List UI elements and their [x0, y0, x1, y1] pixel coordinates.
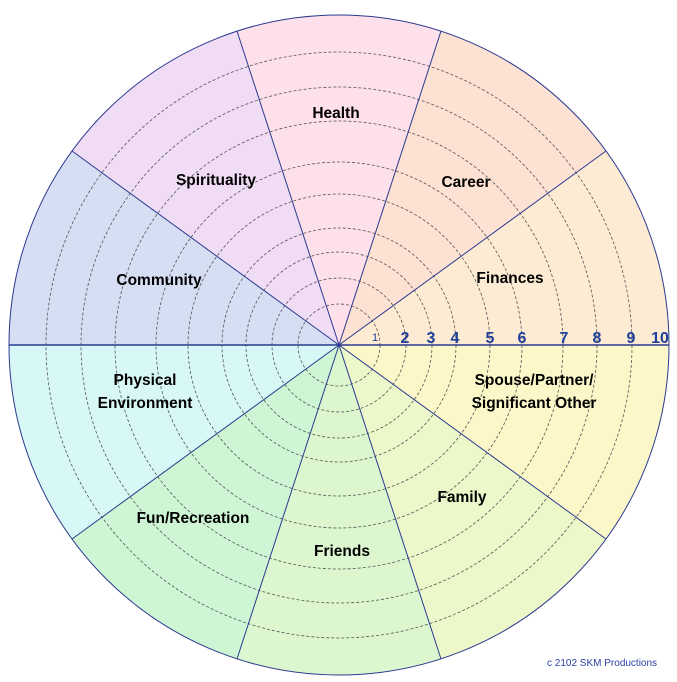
sector-divider — [338, 344, 442, 660]
sector-friends — [237, 345, 441, 675]
scale-number-2: 2 — [401, 330, 410, 347]
scale-number-9: 9 — [627, 330, 636, 347]
sector-label: Significant Other — [472, 395, 597, 412]
sector-label: Community — [116, 272, 202, 289]
sector-label: Finances — [476, 270, 543, 287]
sector-health — [237, 15, 441, 346]
sector-label: Family — [437, 489, 486, 506]
scale-number-7: 7 — [560, 330, 569, 347]
sector-finances — [339, 151, 669, 345]
sector-divider — [236, 344, 340, 660]
sector-divider — [236, 30, 340, 346]
sector-label: Career — [441, 174, 490, 191]
scale-number-10: 10 — [651, 330, 669, 347]
sector-spouse-partner-significant-other — [339, 345, 669, 539]
scale-number-6: 6 — [518, 330, 527, 347]
scale-number-5: 5 — [486, 330, 495, 347]
sector-label: Environment — [98, 395, 193, 412]
sector-divider — [338, 30, 442, 346]
sector-spirituality — [72, 31, 340, 346]
scale-number-3: 3 — [427, 330, 436, 347]
sector-community — [9, 151, 339, 345]
sector-label: Health — [312, 105, 359, 122]
sector-divider — [338, 344, 607, 540]
sector-career — [339, 31, 606, 346]
sector-label: Spouse/Partner/ — [475, 372, 595, 389]
sector-label: Spirituality — [176, 172, 256, 189]
copyright-text: c 2102 SKM Productions — [547, 658, 658, 669]
scale-number-4: 4 — [451, 330, 460, 347]
sector-divider — [71, 150, 340, 346]
sector-label: Fun/Recreation — [137, 510, 250, 527]
sector-family — [339, 345, 606, 659]
sector-divider — [338, 150, 607, 346]
sector-label: Friends — [314, 543, 370, 560]
sector-label: Physical — [114, 372, 177, 389]
sector-fun-recreation — [72, 345, 340, 659]
sector-divider — [71, 344, 340, 540]
sector-physical-environment — [9, 345, 339, 539]
scale-number-8: 8 — [593, 330, 602, 347]
scale-number-1: 1 — [372, 332, 378, 344]
